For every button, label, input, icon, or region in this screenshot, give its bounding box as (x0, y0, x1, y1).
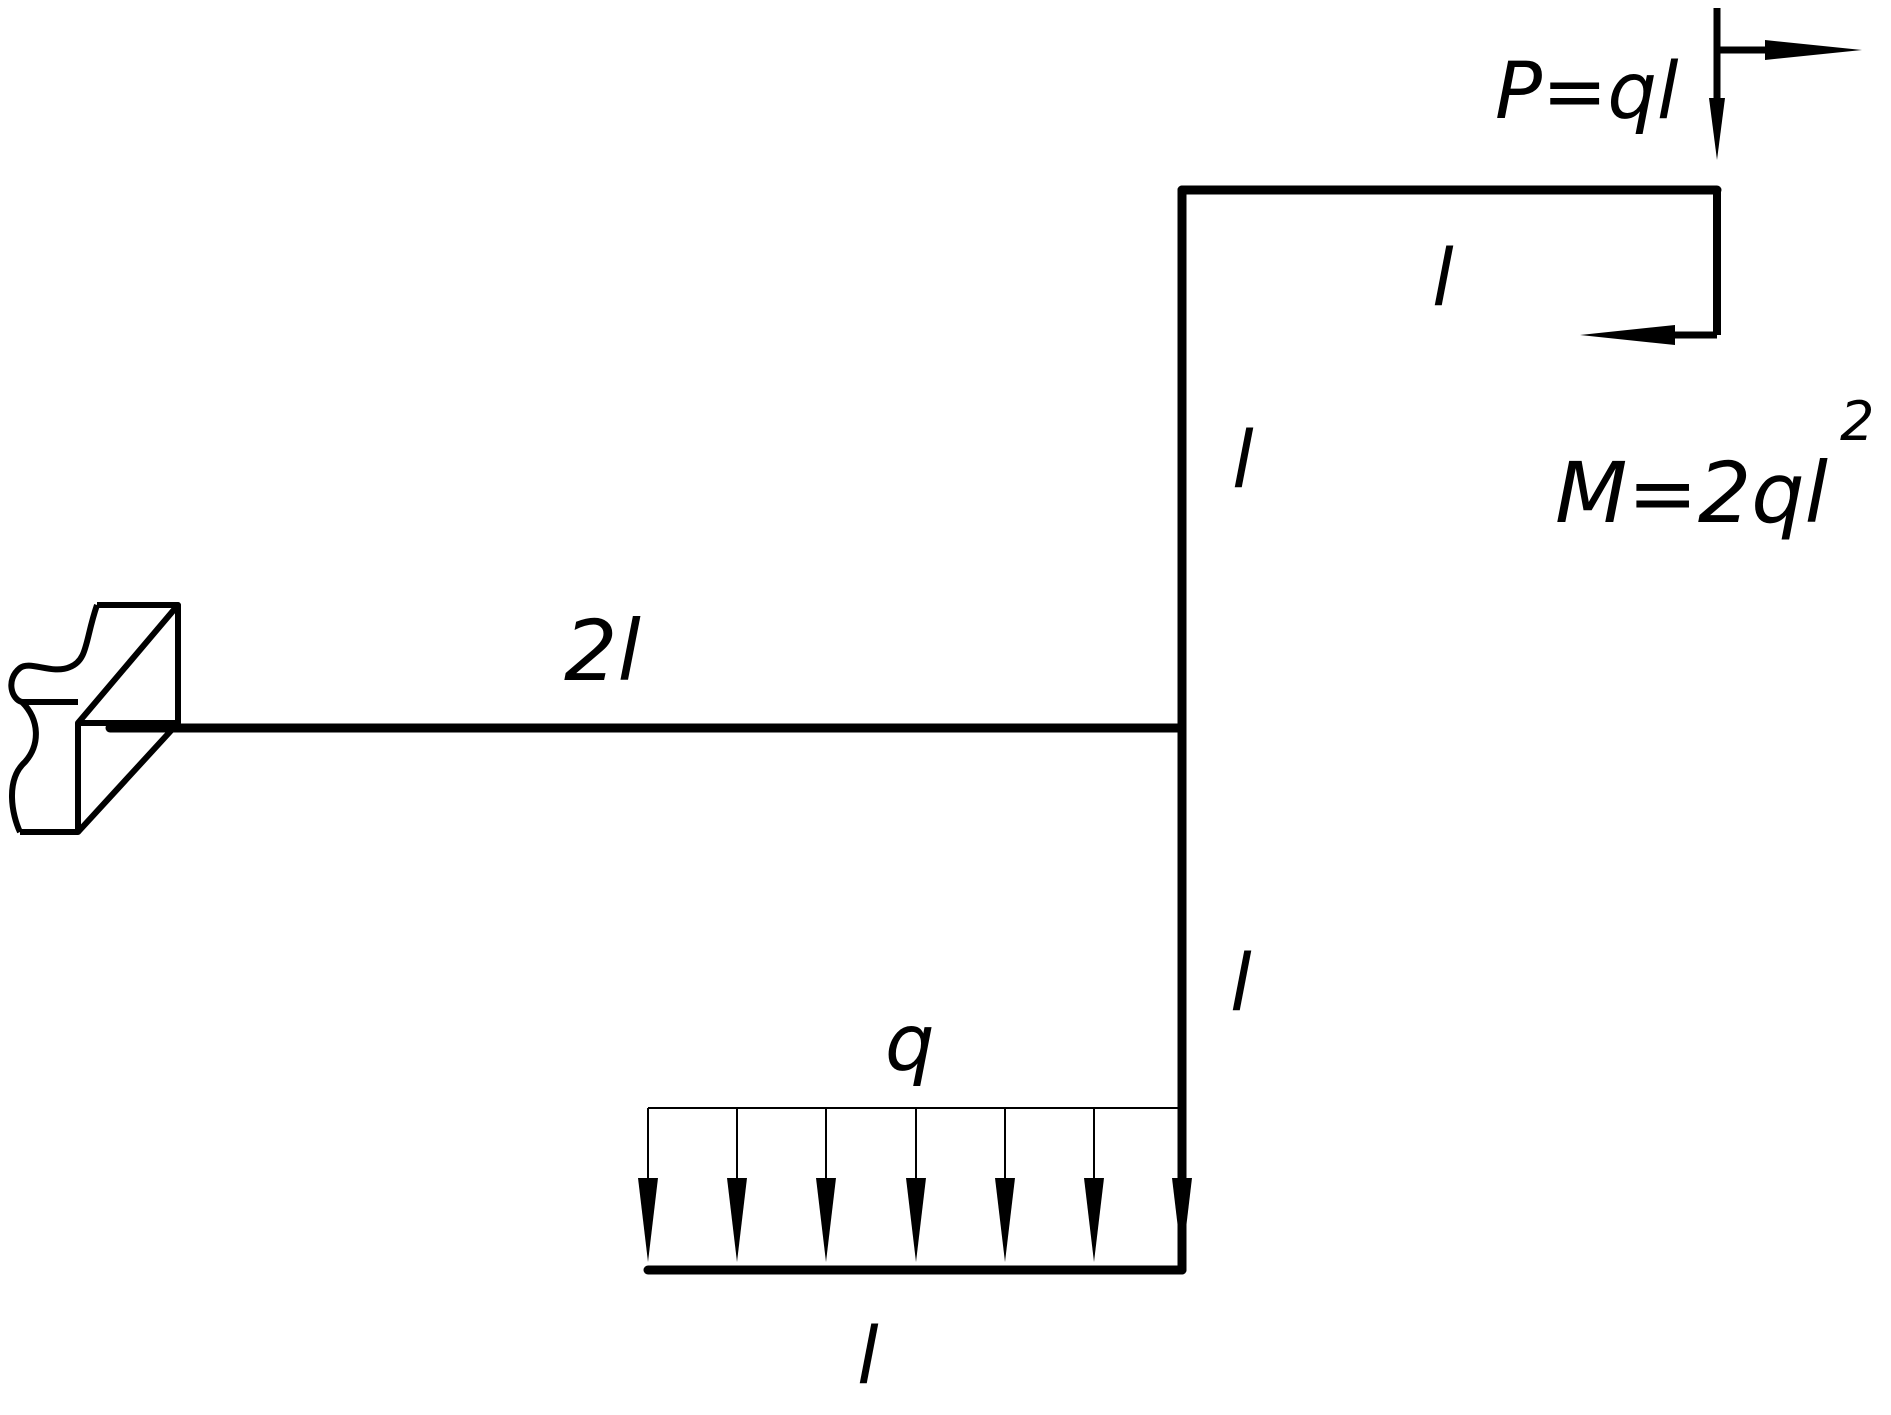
fixed-support (8, 602, 181, 835)
dim-lower-vertical: l (1230, 939, 1252, 1029)
load-arrow-head (727, 1178, 747, 1262)
label-M: M=2ql (1555, 444, 1828, 542)
labels: P=ql M=2ql 2 q l l 2l l l (564, 47, 1874, 1402)
label-P: P=ql (1495, 47, 1679, 137)
dim-upper-vertical: l (1232, 416, 1254, 506)
distributed-load-q (638, 1107, 1192, 1262)
frame-members (105, 185, 1722, 1275)
dim-bottom-horizontal: l (857, 1312, 879, 1402)
load-arrow-head (1172, 1178, 1192, 1262)
moment-M-arrows (1580, 40, 1862, 345)
label-q: q (885, 999, 935, 1089)
load-arrow-head (906, 1178, 926, 1262)
load-arrow-head (638, 1178, 658, 1262)
load-arrow-head (995, 1178, 1015, 1262)
label-M-exponent: 2 (1840, 390, 1874, 453)
dim-top-horizontal: l (1432, 234, 1454, 324)
load-arrow-head (816, 1178, 836, 1262)
dim-left-horizontal: 2l (564, 602, 641, 700)
force-P-arrow (1709, 8, 1725, 160)
load-arrow-head (1084, 1178, 1104, 1262)
